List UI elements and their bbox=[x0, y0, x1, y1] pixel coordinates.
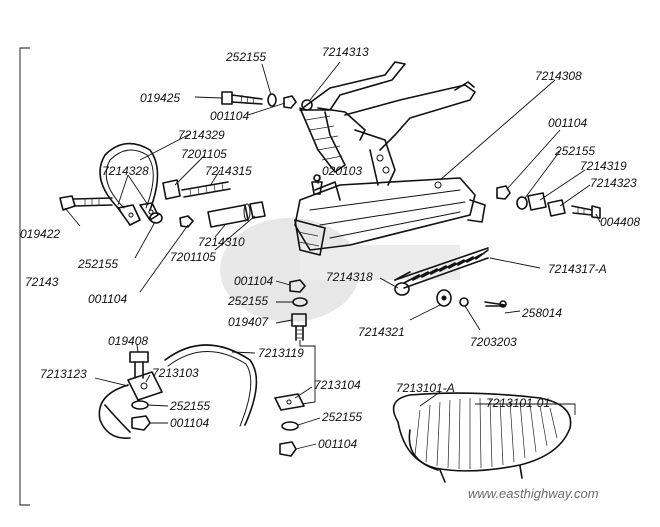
label-7201105-a: 7201105 bbox=[181, 147, 227, 161]
label-001104-a: 001104 bbox=[210, 109, 249, 123]
label-7201105-b: 7201105 bbox=[170, 250, 216, 264]
label-7213123: 7213123 bbox=[40, 367, 87, 381]
assembly-bracket bbox=[19, 47, 30, 506]
label-7214315: 7214315 bbox=[205, 164, 252, 178]
label-252155-d: 252155 bbox=[227, 294, 268, 308]
seat-clamp-drawing bbox=[99, 142, 159, 226]
label-019425: 019425 bbox=[140, 91, 180, 105]
label-7214313: 7214313 bbox=[322, 45, 369, 59]
label-019422: 019422 bbox=[20, 227, 60, 241]
label-7213119: 7213119 bbox=[258, 346, 304, 360]
label-7213101-a: 7213101-A bbox=[396, 381, 455, 395]
label-001104-e: 001104 bbox=[170, 416, 209, 430]
label-7214323: 7214323 bbox=[590, 176, 637, 190]
rear-bracket-drawing bbox=[299, 61, 406, 173]
background-stamp bbox=[220, 218, 460, 322]
label-7213101-01: 7213101-01 bbox=[486, 396, 550, 410]
label-7214319: 7214319 bbox=[580, 159, 627, 173]
label-7214321: 7214321 bbox=[358, 325, 405, 339]
label-001104-f: 001104 bbox=[318, 437, 357, 451]
label-7214328: 7214328 bbox=[102, 164, 149, 178]
label-7213104: 7213104 bbox=[314, 378, 361, 392]
label-020103: 020103 bbox=[322, 164, 362, 178]
label-252155-b: 252155 bbox=[554, 144, 595, 158]
label-004408: 004408 bbox=[600, 215, 640, 229]
leader-lines bbox=[64, 61, 601, 450]
saddle-drawing bbox=[392, 392, 572, 483]
spring-drawing bbox=[394, 247, 489, 296]
label-001104-d: 001104 bbox=[88, 292, 127, 306]
label-7214308: 7214308 bbox=[535, 69, 582, 83]
label-019407: 019407 bbox=[228, 315, 269, 329]
label-019408: 019408 bbox=[108, 334, 148, 348]
hardware-drawing bbox=[59, 91, 601, 457]
label-7214318: 7214318 bbox=[326, 270, 373, 284]
label-7203203: 7203203 bbox=[470, 335, 517, 349]
label-252155-e: 252155 bbox=[169, 399, 210, 413]
rear-frame-drawing bbox=[344, 81, 476, 186]
label-252155-f: 252155 bbox=[321, 410, 362, 424]
label-7214317-a: 7214317-A bbox=[548, 262, 607, 276]
label-72143: 72143 bbox=[25, 275, 59, 289]
label-001104-c: 001104 bbox=[234, 274, 273, 288]
label-258014: 258014 bbox=[521, 306, 562, 320]
label-001104-b: 001104 bbox=[548, 116, 587, 130]
watermark: www.easthighway.com bbox=[468, 486, 599, 501]
label-7214310: 7214310 bbox=[198, 235, 245, 249]
part-labels: 252155 7214313 019425 001104 7214308 721… bbox=[20, 45, 640, 451]
label-252155-c: 252155 bbox=[77, 257, 118, 271]
label-7214329: 7214329 bbox=[178, 128, 225, 142]
seat-hinge-drawing bbox=[98, 344, 258, 439]
label-252155-a: 252155 bbox=[225, 50, 266, 64]
label-7213103: 7213103 bbox=[152, 366, 199, 380]
